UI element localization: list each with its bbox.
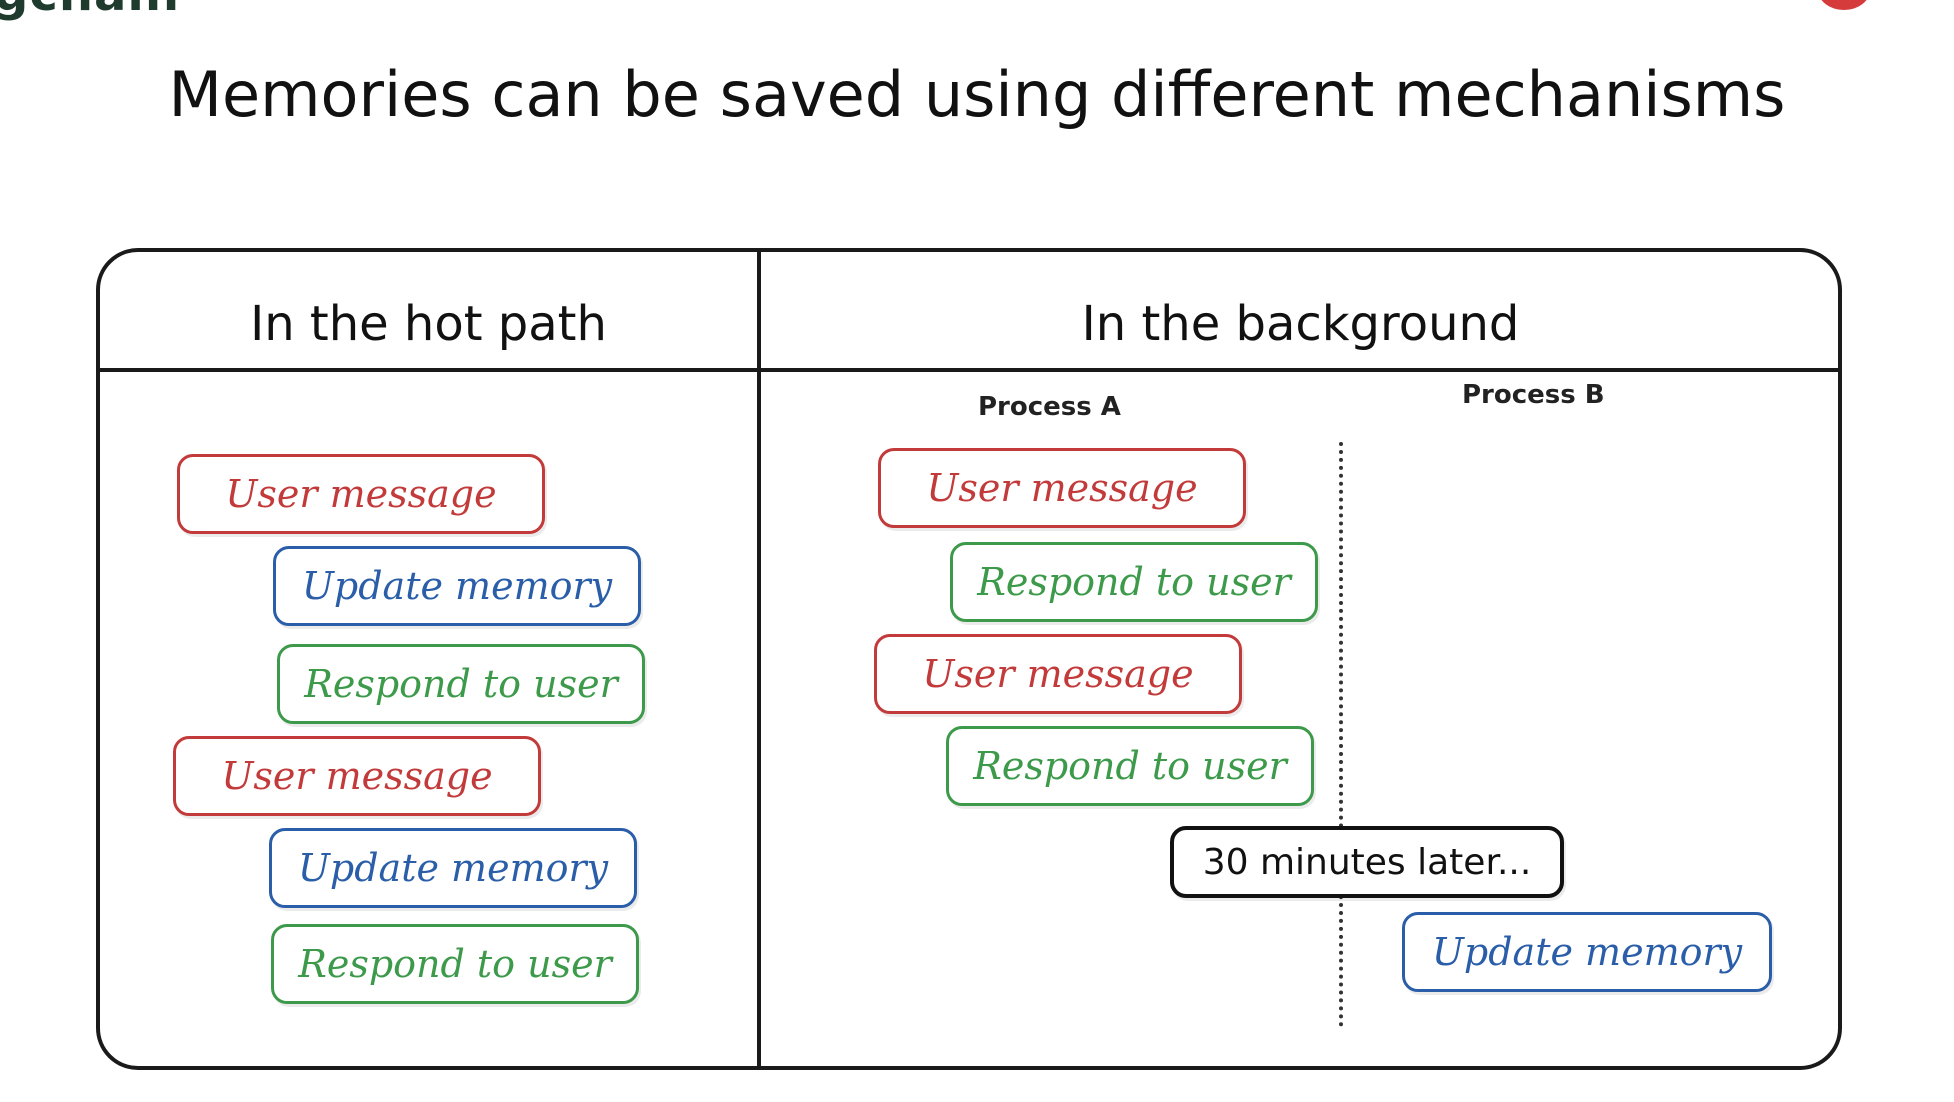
bg-user-message-2: User message: [874, 634, 1242, 714]
hot-path-user-message-2: User message: [173, 736, 541, 816]
process-a-label: Process A: [978, 392, 1121, 422]
process-b-timeline: [1339, 442, 1343, 1027]
column-divider: [757, 252, 761, 1070]
bg-respond-to-user-1: Respond to user: [950, 542, 1318, 622]
background-heading: In the background: [1081, 296, 1520, 352]
corner-badge: [1818, 0, 1870, 10]
brand-logo-text: gchain: [0, 0, 180, 22]
hot-path-update-memory-2: Update memory: [269, 828, 637, 908]
bg-user-message-1: User message: [878, 448, 1246, 528]
delay-note: 30 minutes later...: [1170, 826, 1564, 898]
hot-path-respond-to-user-2: Respond to user: [271, 924, 639, 1004]
hot-path-heading: In the hot path: [250, 296, 607, 352]
hot-path-user-message-1: User message: [177, 454, 545, 534]
header-divider: [98, 368, 1840, 372]
bg-respond-to-user-2: Respond to user: [946, 726, 1314, 806]
comparison-table: [96, 248, 1842, 1070]
slide-title: Memories can be saved using different me…: [168, 58, 1786, 131]
hot-path-respond-to-user-1: Respond to user: [277, 644, 645, 724]
bg-update-memory: Update memory: [1402, 912, 1772, 992]
process-b-label: Process B: [1462, 380, 1605, 410]
hot-path-update-memory-1: Update memory: [273, 546, 641, 626]
